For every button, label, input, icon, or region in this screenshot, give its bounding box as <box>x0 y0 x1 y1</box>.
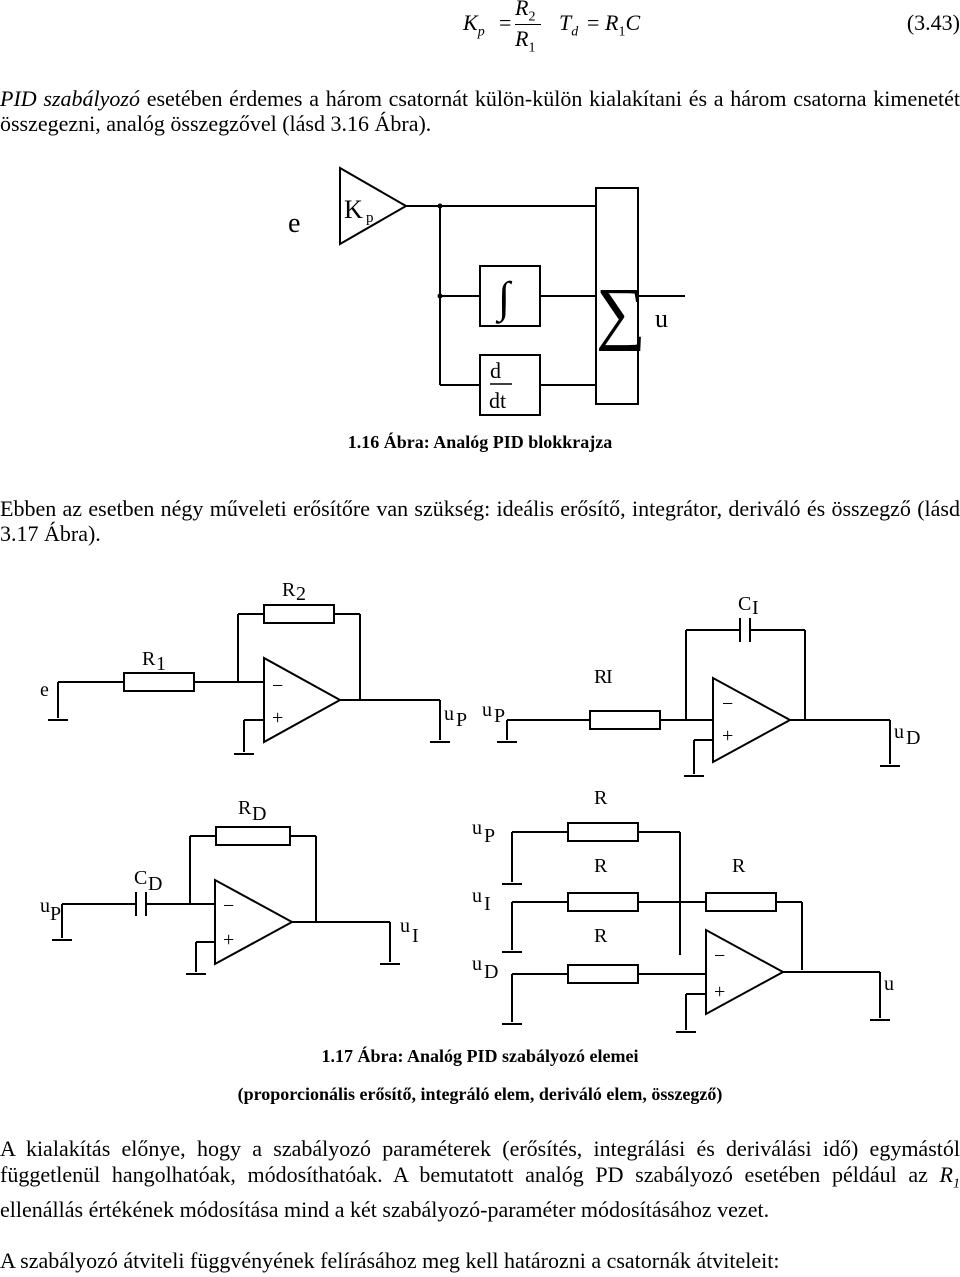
pid-block-diagram: e K p ∫ d dt ∑ u <box>288 166 685 416</box>
svg-text:+: + <box>223 929 234 951</box>
svg-text:C: C <box>134 867 147 889</box>
figure-1-16-caption: 1.16 Ábra: Analóg PID blokkrajza <box>347 432 613 452</box>
kp-symbol: K <box>463 10 478 35</box>
equation-number: (3.43) <box>906 10 960 35</box>
svg-text:I: I <box>752 597 759 619</box>
svg-text:−: − <box>722 693 733 715</box>
svg-text:R: R <box>594 855 608 877</box>
svg-text:+: + <box>272 707 283 729</box>
svg-text:P: P <box>484 825 495 847</box>
block-output-u: u <box>655 304 668 333</box>
svg-text:D: D <box>906 727 920 749</box>
svg-text:−: − <box>223 895 234 917</box>
svg-text:u: u <box>482 699 492 721</box>
svg-text:P: P <box>494 705 505 727</box>
svg-text:p: p <box>366 210 374 226</box>
svg-text:1: 1 <box>156 653 166 675</box>
svg-text:R: R <box>142 648 156 670</box>
svg-text:R: R <box>238 797 252 819</box>
svg-text:I: I <box>484 893 491 915</box>
svg-text:R: R <box>594 666 608 688</box>
integral-icon: ∫ <box>495 273 513 324</box>
paragraph-2: Ebben az esetben négy műveleti erősítőre… <box>0 496 960 546</box>
svg-text:R: R <box>282 579 296 601</box>
svg-text:P: P <box>50 903 61 925</box>
svg-text:R: R <box>594 925 608 947</box>
svg-text:2: 2 <box>296 583 306 605</box>
paragraph-3: A kialakítás előnye, hogy a szabályozó p… <box>0 1136 960 1223</box>
svg-text:D: D <box>252 803 266 825</box>
svg-text:u: u <box>472 953 482 975</box>
gain-label: K <box>344 195 363 224</box>
svg-text:u: u <box>400 915 410 937</box>
svg-text:u: u <box>40 895 50 917</box>
svg-text:D: D <box>148 873 162 895</box>
p-input-e: e <box>40 679 49 701</box>
svg-text:R: R <box>594 787 608 809</box>
equation-3-43: Kp = R2 R1 Td = R1C (3.43) <box>463 0 960 56</box>
svg-text:C: C <box>738 593 751 615</box>
block-input-e: e <box>288 208 300 239</box>
sum-icon: ∑ <box>596 275 646 352</box>
figure-1-17-caption: 1.17 Ábra: Analóg PID szabályozó elemei <box>321 1046 639 1066</box>
svg-text:+: + <box>714 981 725 1003</box>
paragraph-1: PID szabályozó esetében érdemes a három … <box>0 86 960 136</box>
derivative-num: d <box>490 358 501 383</box>
derivative-den: dt <box>489 388 506 413</box>
svg-text:P: P <box>456 709 467 731</box>
svg-text:u: u <box>472 817 482 839</box>
paragraph-4: A szabályozó átviteli függvényének felír… <box>0 1248 780 1273</box>
svg-text:+: + <box>722 725 733 747</box>
svg-text:u: u <box>472 885 482 907</box>
svg-text:u: u <box>884 973 894 995</box>
svg-text:I: I <box>606 666 613 688</box>
svg-text:u: u <box>894 721 904 743</box>
fraction-bar <box>515 24 541 25</box>
svg-text:−: − <box>714 945 725 967</box>
svg-text:I: I <box>412 925 419 947</box>
figure-1-17-subcaption: (proporcionális erősítő, integráló elem,… <box>237 1084 723 1104</box>
svg-text:u: u <box>444 703 454 725</box>
pid-italic: PID szabályozó <box>0 86 140 111</box>
svg-text:D: D <box>484 961 498 983</box>
svg-text:R: R <box>732 855 746 877</box>
svg-text:−: − <box>272 675 283 697</box>
